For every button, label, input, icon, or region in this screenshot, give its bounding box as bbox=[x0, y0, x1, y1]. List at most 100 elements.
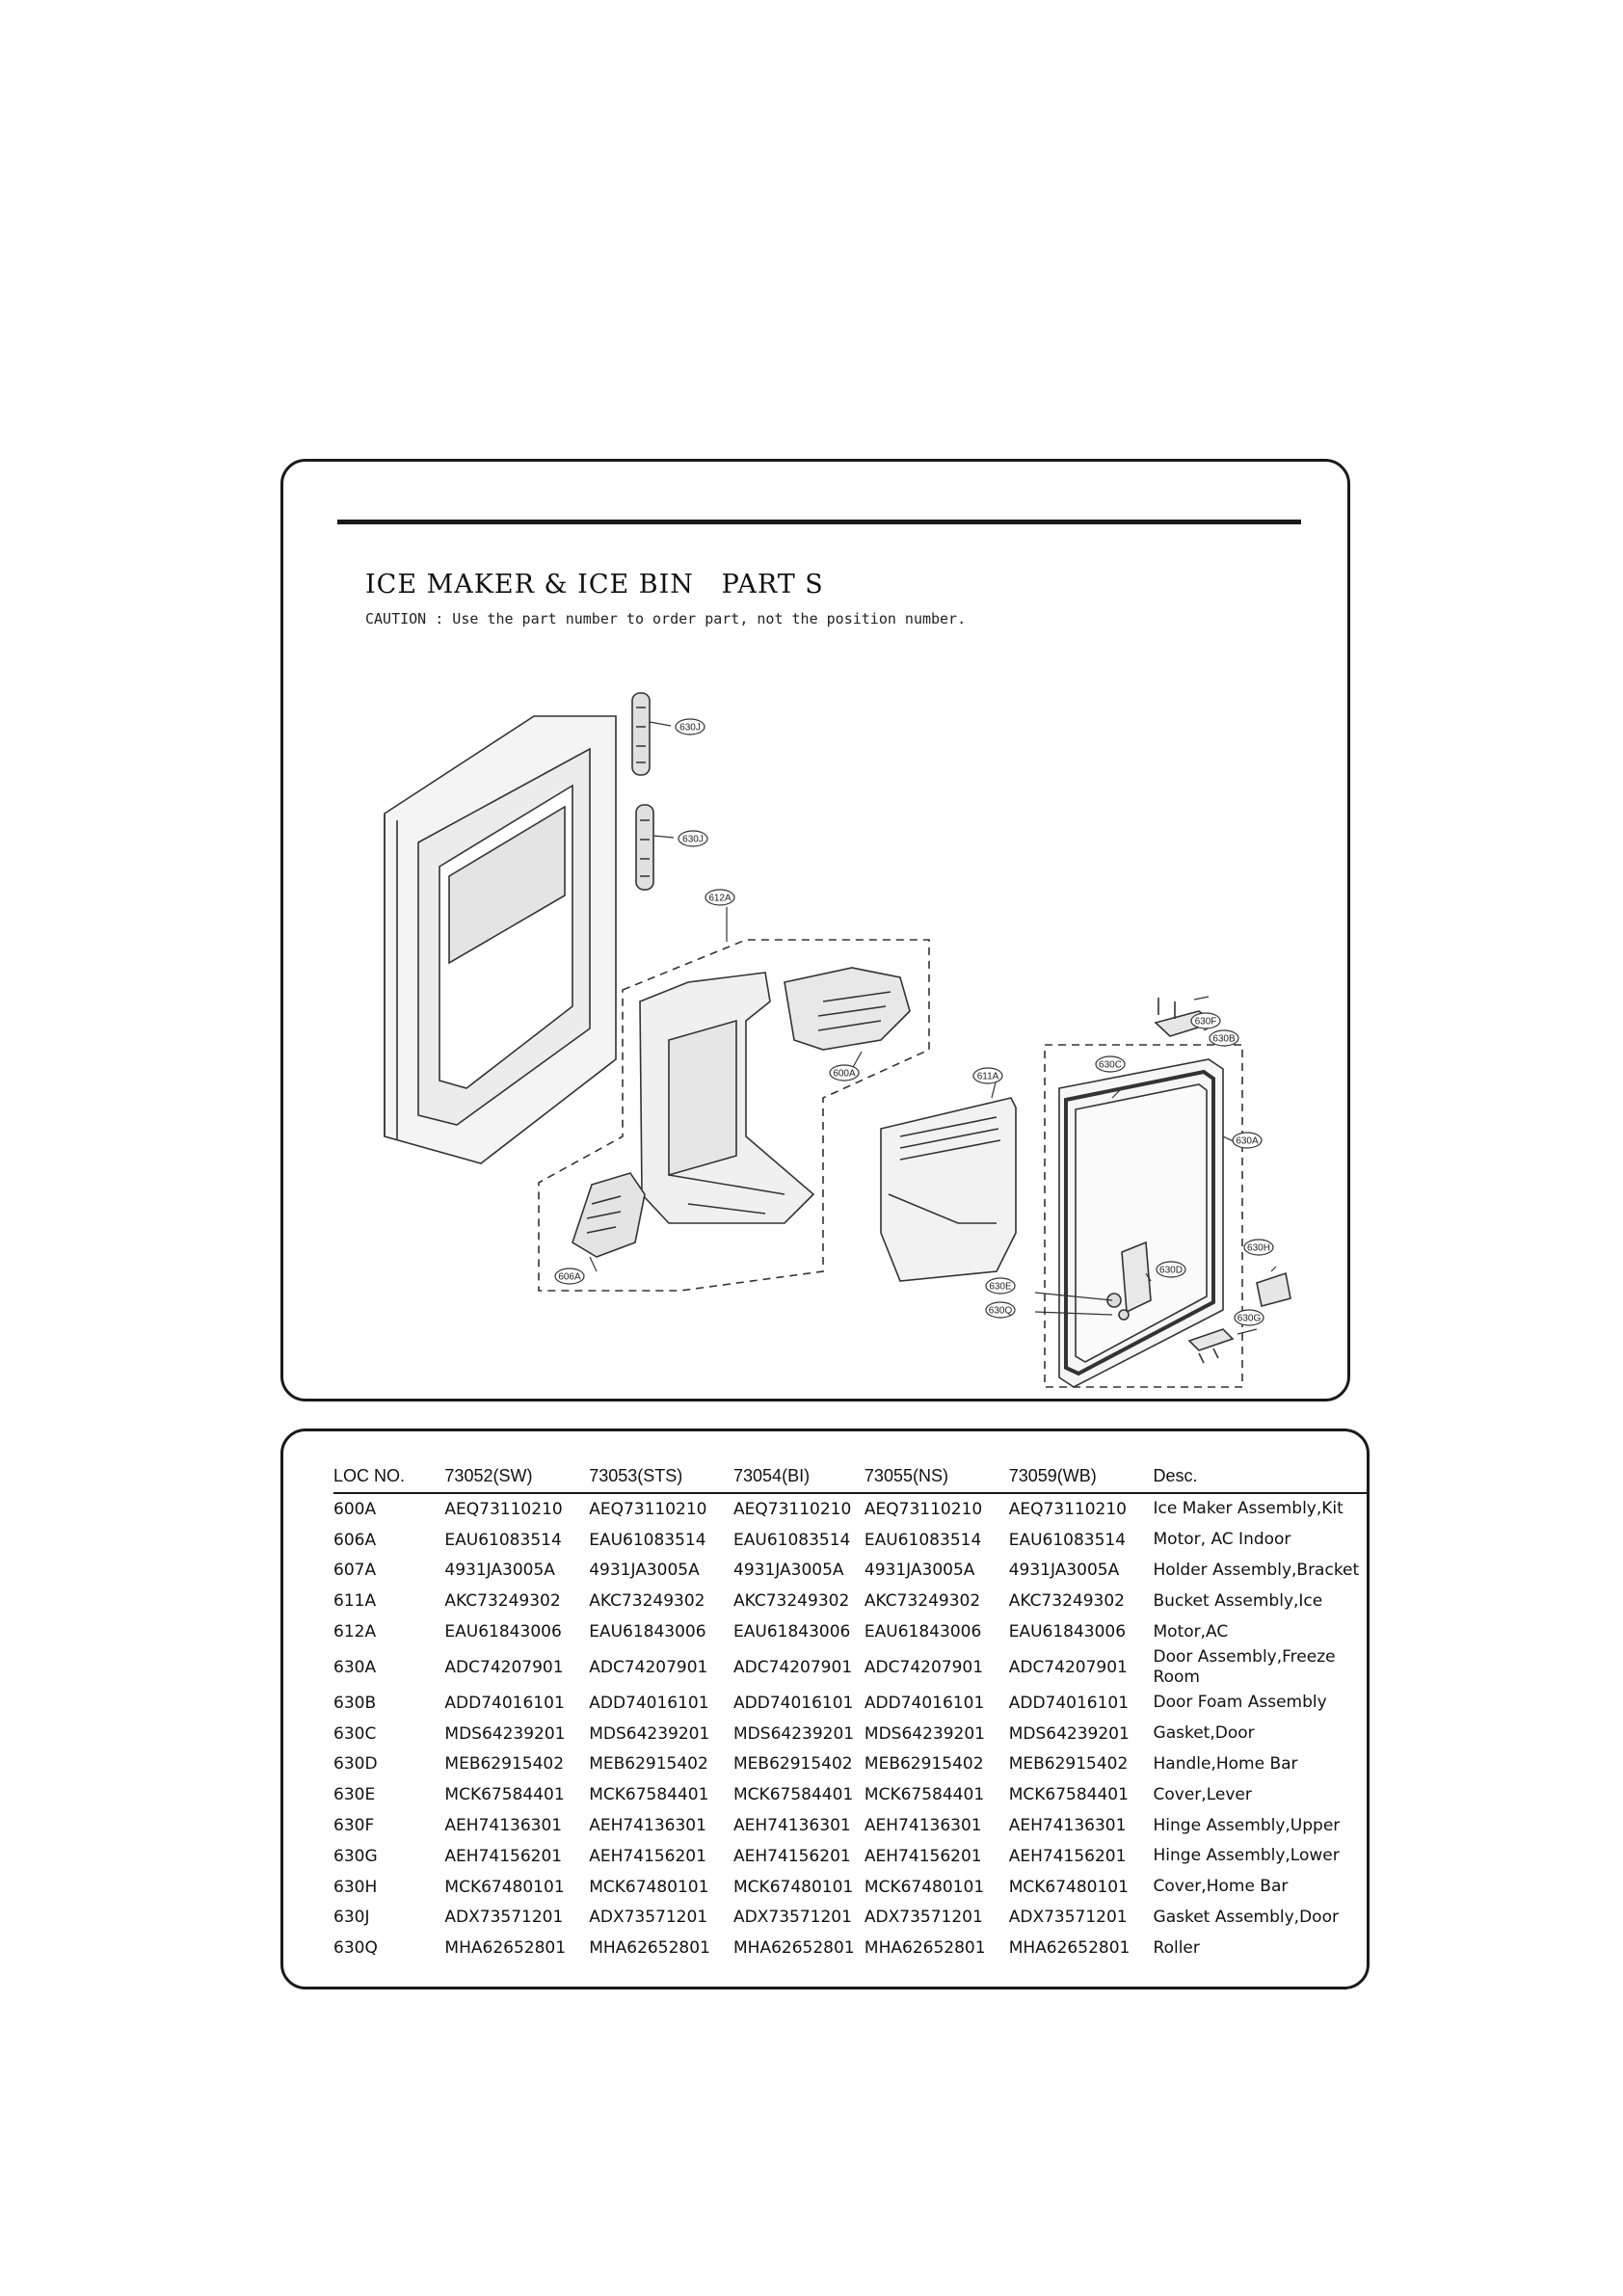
header-rule bbox=[337, 520, 1301, 524]
callout-630j: 630J bbox=[675, 718, 705, 735]
loc-no-cell: 607A bbox=[333, 1561, 377, 1581]
table-row: 630D MEB62915402 MEB62915402 MEB62915402 MEB… bbox=[333, 1749, 1367, 1780]
part-number-cell: AEH74156201 bbox=[733, 1846, 851, 1866]
part-number-cell: MCK67480101 bbox=[1008, 1877, 1129, 1897]
part-number-cell: MCK67584401 bbox=[1008, 1785, 1129, 1805]
part-number-cell: MEB62915402 bbox=[589, 1754, 708, 1775]
part-number-cell: MEB62915402 bbox=[444, 1754, 565, 1775]
part-number-cell: ADX73571201 bbox=[1008, 1908, 1128, 1928]
part-number-cell: ADD74016101 bbox=[864, 1693, 985, 1713]
loc-no-cell: 630J bbox=[333, 1908, 370, 1928]
part-number-cell: EAU61083514 bbox=[1008, 1530, 1127, 1550]
part-number-cell: AKC73249302 bbox=[733, 1591, 850, 1612]
part-number-cell: MDS64239201 bbox=[444, 1723, 566, 1744]
desc-cell: Door Foam Assembly bbox=[1153, 1693, 1327, 1713]
part-number-cell: AKC73249302 bbox=[1008, 1591, 1125, 1612]
part-number-cell: 4931JA3005A bbox=[864, 1561, 975, 1581]
callout-606a: 606A bbox=[554, 1268, 585, 1285]
part-number-cell: MEB62915402 bbox=[1008, 1754, 1129, 1775]
part-number-cell: MEB62915402 bbox=[864, 1754, 984, 1775]
parts-table: LOC NO. 73052(SW) 73053(STS) 73054(BI) 7… bbox=[333, 1466, 1367, 1963]
table-header-row: LOC NO. 73052(SW) 73053(STS) 73054(BI) 7… bbox=[333, 1466, 1367, 1494]
part-number-cell: AEH74136301 bbox=[1008, 1816, 1127, 1836]
part-number-cell: AEH74136301 bbox=[444, 1816, 563, 1836]
part-number-cell: AEH74136301 bbox=[589, 1816, 706, 1836]
desc-cell: Gasket Assembly,Door bbox=[1153, 1907, 1339, 1927]
part-number-cell: ADC74207901 bbox=[864, 1657, 984, 1677]
part-number-cell: MEB62915402 bbox=[733, 1754, 853, 1775]
loc-no-cell: 630F bbox=[333, 1816, 375, 1836]
part-number-cell: MCK67584401 bbox=[864, 1785, 985, 1805]
part-number-cell: AEH74156201 bbox=[1008, 1846, 1127, 1866]
callout-label: 612A bbox=[708, 894, 732, 904]
loc-no-cell: 600A bbox=[333, 1499, 377, 1519]
part-number-cell: AKC73249302 bbox=[864, 1591, 981, 1612]
part-number-cell: EAU61843006 bbox=[589, 1622, 706, 1642]
loc-no-cell: 630Q bbox=[333, 1938, 378, 1959]
loc-no-cell: 630H bbox=[333, 1877, 378, 1897]
desc-cell: Gasket,Door bbox=[1153, 1723, 1255, 1744]
part-number-cell: ADD74016101 bbox=[589, 1693, 709, 1713]
part-number-cell: ADC74207901 bbox=[444, 1657, 564, 1677]
page-title: ICE MAKER & ICE BIN PART S bbox=[365, 570, 824, 600]
gasket-630j-lower bbox=[635, 804, 654, 891]
callout-630e: 630E bbox=[985, 1277, 1016, 1295]
callout-630q: 630Q bbox=[985, 1301, 1016, 1319]
desc-cell: Door Assembly,Freeze Room bbox=[1153, 1646, 1336, 1687]
desc-cell: Hinge Assembly,Upper bbox=[1153, 1815, 1341, 1835]
part-number-cell: AEH74156201 bbox=[864, 1846, 982, 1866]
part-number-cell: MDS64239201 bbox=[733, 1723, 855, 1744]
part-number-cell: 4931JA3005A bbox=[733, 1561, 844, 1581]
exploded-diagram: 630J630J612A630F630B630C600A611A630A630H… bbox=[384, 692, 1291, 1388]
callout-611a: 611A bbox=[972, 1067, 1003, 1084]
table-row: 630J ADX73571201 ADX73571201 ADX73571201 ADX… bbox=[333, 1903, 1367, 1934]
part-number-cell: ADX73571201 bbox=[444, 1908, 564, 1928]
ice-maker-assembly bbox=[784, 967, 911, 1051]
callout-label: 630F bbox=[1195, 1017, 1217, 1028]
loc-no-cell: 606A bbox=[333, 1530, 377, 1550]
part-number-cell: MCK67480101 bbox=[589, 1877, 709, 1897]
part-number-cell: ADX73571201 bbox=[733, 1908, 852, 1928]
part-number-cell: AEH74136301 bbox=[733, 1816, 851, 1836]
callout-630c: 630C bbox=[1095, 1055, 1126, 1073]
part-number-cell: MDS64239201 bbox=[864, 1723, 985, 1744]
header-73059: 73059(WB) bbox=[1008, 1466, 1154, 1494]
callout-630j: 630J bbox=[678, 830, 708, 847]
leader-lines bbox=[589, 721, 1277, 1335]
part-number-cell: MCK67584401 bbox=[589, 1785, 709, 1805]
callout-630g: 630G bbox=[1234, 1309, 1264, 1326]
callout-label: 630A bbox=[1236, 1136, 1259, 1147]
part-number-cell: AKC73249302 bbox=[589, 1591, 705, 1612]
part-number-cell: ADD74016101 bbox=[733, 1693, 854, 1713]
cabinet-frame bbox=[384, 715, 617, 1164]
hinge-lower bbox=[1187, 1328, 1235, 1364]
part-number-cell: 4931JA3005A bbox=[444, 1561, 555, 1581]
caution-note: CAUTION : Use the part number to order p… bbox=[365, 610, 967, 627]
header-73054: 73054(BI) bbox=[733, 1466, 865, 1494]
part-number-cell: ADC74207901 bbox=[589, 1657, 708, 1677]
callout-630a: 630A bbox=[1232, 1132, 1263, 1149]
part-number-cell: AKC73249302 bbox=[444, 1591, 561, 1612]
part-number-cell: EAU61843006 bbox=[444, 1622, 562, 1642]
part-number-cell: MHA62652801 bbox=[589, 1938, 710, 1959]
part-number-cell: ADX73571201 bbox=[589, 1908, 708, 1928]
loc-no-cell: 630D bbox=[333, 1754, 378, 1775]
part-number-cell: MCK67480101 bbox=[864, 1877, 985, 1897]
loc-no-cell: 630B bbox=[333, 1693, 377, 1713]
loc-no-cell: 630C bbox=[333, 1723, 377, 1744]
part-number-cell: ADX73571201 bbox=[864, 1908, 983, 1928]
callout-label: 630H bbox=[1247, 1243, 1270, 1254]
header-73052: 73052(SW) bbox=[444, 1466, 590, 1494]
gasket-630j-upper bbox=[631, 692, 651, 776]
callout-630b: 630B bbox=[1209, 1029, 1239, 1047]
part-number-cell: MCK67480101 bbox=[733, 1877, 854, 1897]
part-number-cell: EAU61083514 bbox=[733, 1530, 851, 1550]
loc-no-cell: 630A bbox=[333, 1657, 377, 1677]
part-number-cell: ADD74016101 bbox=[1008, 1693, 1130, 1713]
